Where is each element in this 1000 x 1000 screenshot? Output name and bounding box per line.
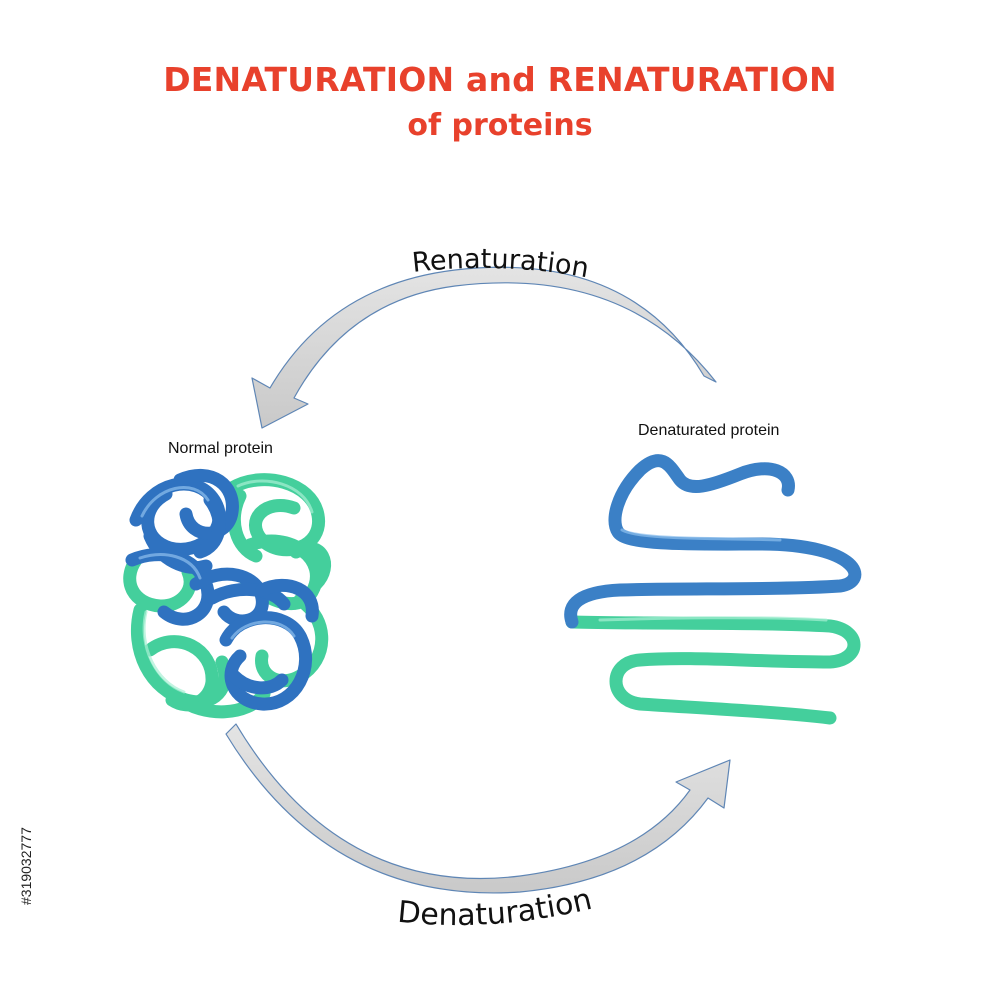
renaturation-arrow <box>251 266 717 429</box>
denaturated-protein-green-strand <box>565 615 861 725</box>
stock-id-label: #319032777 <box>18 827 34 905</box>
title-line-2: of proteins <box>407 108 593 143</box>
denaturated-protein-blue-strand <box>564 454 862 629</box>
denaturated-protein-illustration <box>564 454 862 725</box>
normal-protein-label: Normal protein <box>168 440 273 457</box>
denaturated-protein-label: Denaturated protein <box>638 422 780 439</box>
normal-protein-illustration <box>123 468 332 719</box>
title-line-1: DENATURATION and RENATURATION <box>163 60 837 99</box>
denaturation-arrow <box>225 723 731 894</box>
